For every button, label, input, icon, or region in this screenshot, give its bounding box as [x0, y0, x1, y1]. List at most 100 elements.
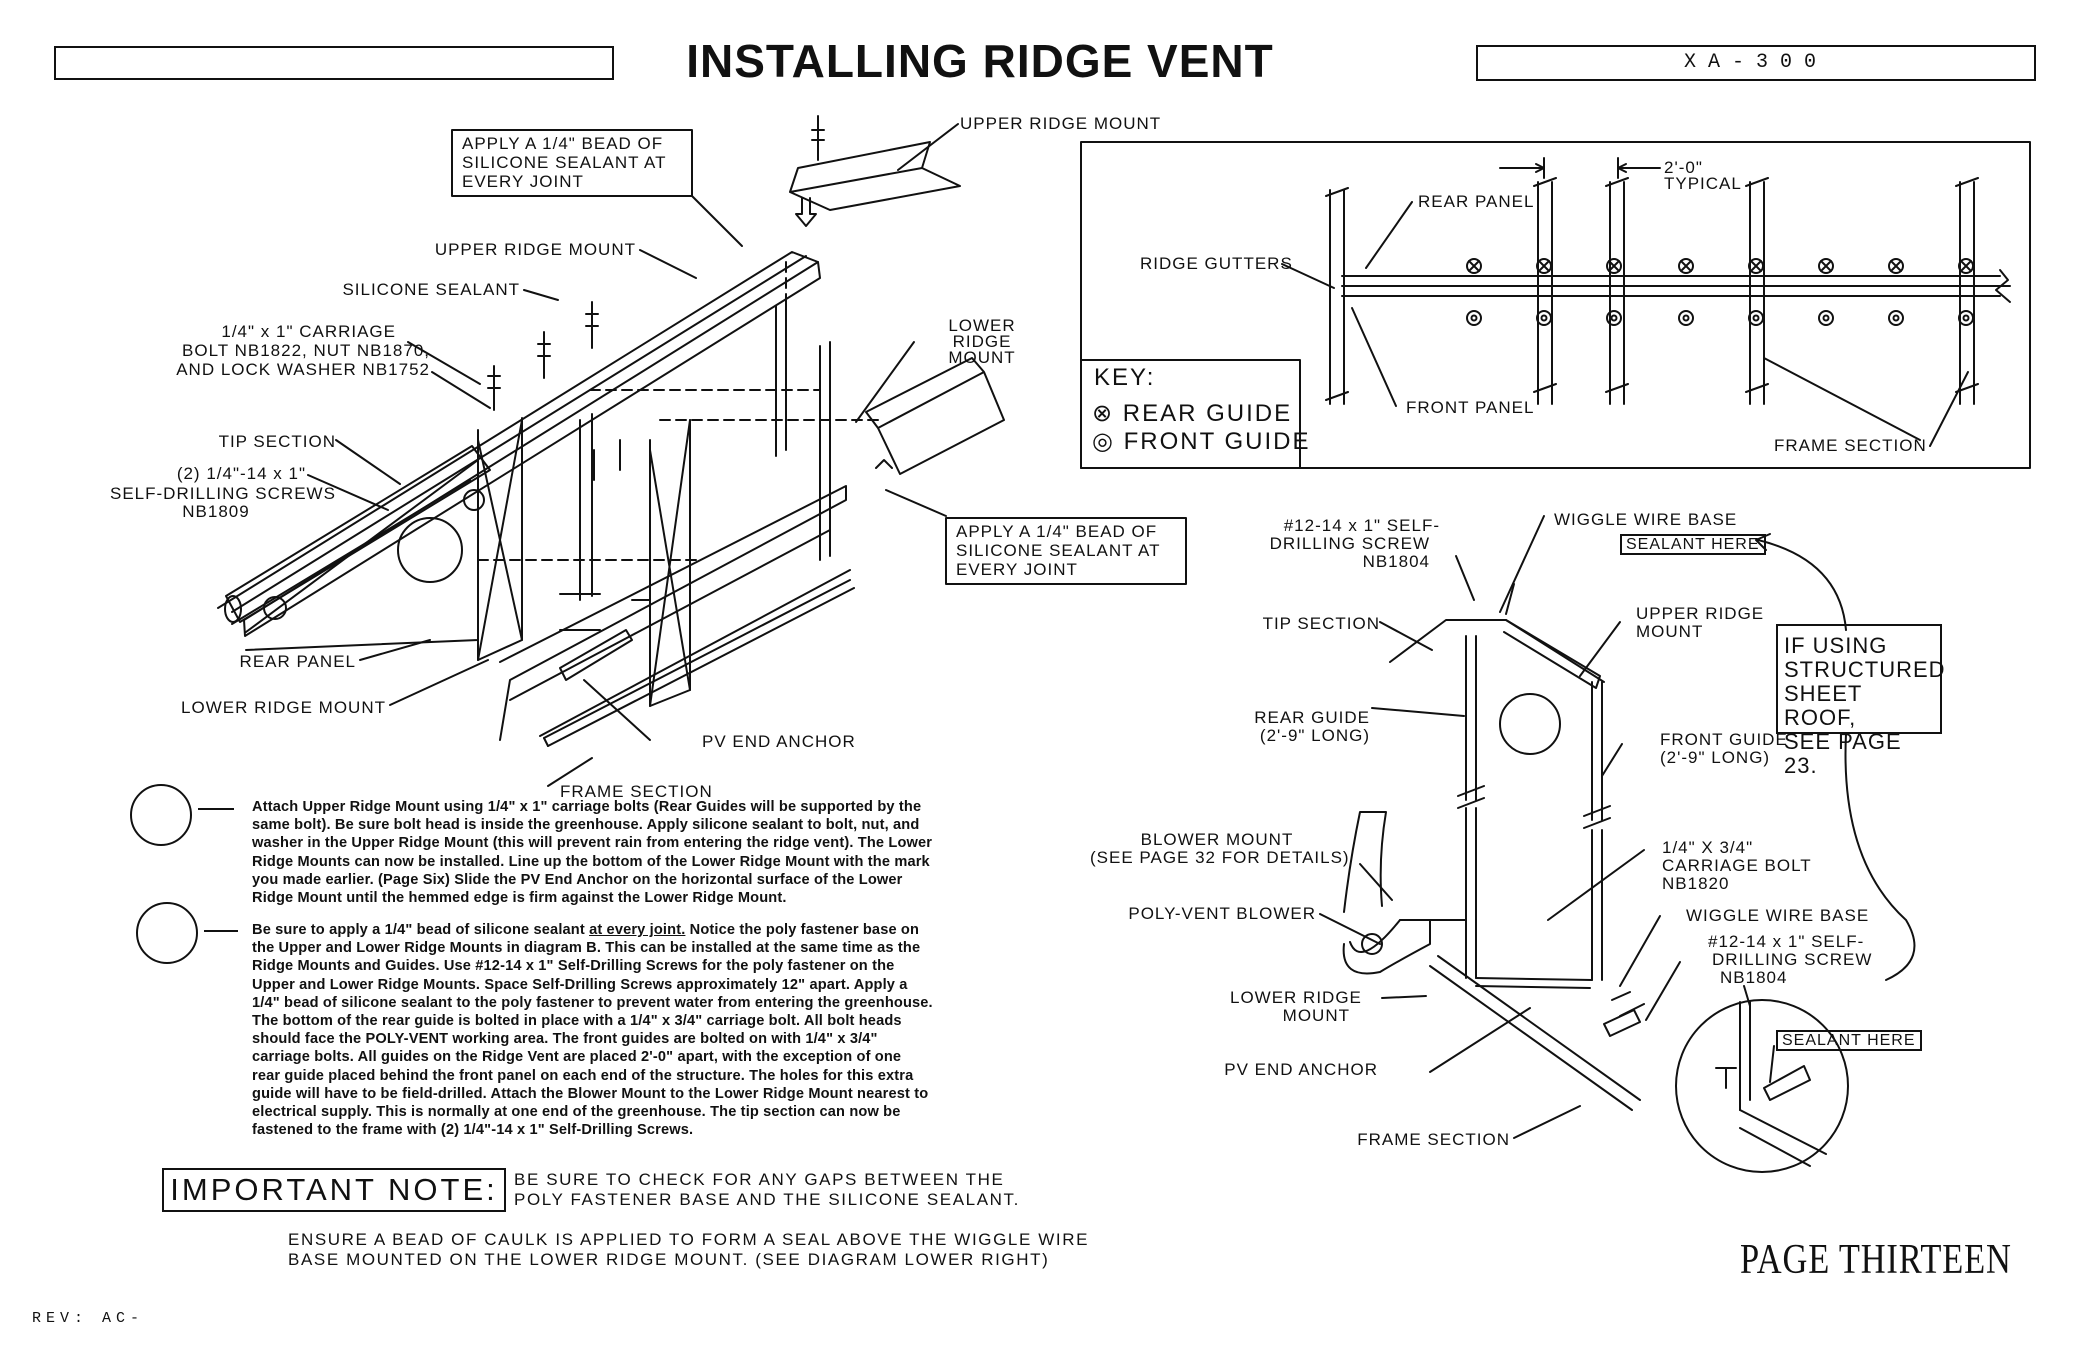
step-b-line: Upper and Lower Ridge Mounts. Space Self… [252, 976, 908, 993]
step-a-line: same bolt). Be sure bolt head is inside … [252, 817, 920, 834]
step-b-first-underline: at every joint. [589, 922, 686, 938]
key-front-guide-row: ◎ FRONT GUIDE [1092, 428, 1311, 456]
header-left-box [54, 46, 614, 80]
callout-2-line-1: APPLY A 1/4" BEAD OF [956, 522, 1158, 541]
callout-1-line-3: EVERY JOINT [462, 172, 584, 191]
dimension-arrows [1535, 163, 1627, 173]
dimension-line [1499, 157, 1661, 179]
b-frame-section: FRAME SECTION [1357, 1130, 1510, 1149]
drawing-code-box: XA-300 [1476, 45, 2036, 81]
front-guide-symbols [1466, 310, 1974, 326]
guide-bar-3 [819, 341, 831, 561]
tube-end-ring-2 [463, 489, 485, 511]
side-note-line-2: STRUCTURED [1784, 657, 1946, 682]
step-b-line: should face the POLY-VENT working area. … [252, 1031, 878, 1048]
label-lower-ridge-mount-2: RIDGE [952, 332, 1012, 351]
frame-section-section [1429, 955, 1641, 1111]
label-carriage-bolt-3: AND LOCK WASHER NB1752 [176, 360, 430, 379]
label-lower-ridge-mount: LOWER RIDGE MOUNT [181, 698, 386, 717]
b-carriage-bolt-1: 1/4" X 3/4" [1662, 838, 1754, 857]
label-lower-ridge-mount-1: LOWER [948, 316, 1016, 335]
b-front-guide-1: FRONT GUIDE [1660, 730, 1788, 749]
plan-ridge-gutters: RIDGE GUTTERS [1140, 254, 1293, 273]
label-frame-section: FRAME SECTION [560, 782, 713, 801]
guide-bar-1 [579, 413, 593, 601]
front-guide-cross [649, 419, 691, 707]
rear-guide-symbols [1466, 258, 1974, 274]
label-screws-2: SELF-DRILLING SCREWS [110, 484, 336, 503]
blower-hose [1343, 811, 1387, 913]
side-note-box: IF USING STRUCTURED SHEET ROOF, SEE PAGE… [1776, 624, 1946, 778]
poly-vent-blower [1342, 919, 1431, 975]
detail-frame [1739, 1109, 1827, 1167]
b-blower-mount-1: BLOWER MOUNT [1140, 830, 1294, 849]
callout-2-line-2: SILICONE SEALANT AT [956, 541, 1161, 560]
b-rear-guide-2: (2'-9" LONG) [1259, 726, 1370, 745]
lower-ridge-mount-piece [499, 485, 847, 741]
page-title: INSTALLING RIDGE VENT [686, 35, 1274, 87]
side-note-line-4: SEE PAGE 23. [1784, 729, 1902, 778]
label-screws-3: NB1809 [182, 502, 250, 521]
ridge-tube-lower [231, 479, 471, 625]
rear-guide-panel [477, 417, 523, 661]
tip-peak [1389, 619, 1605, 683]
front-guide-key-icon: ◎ [1092, 428, 1115, 455]
b-poly-vent-blower: POLY-VENT BLOWER [1128, 904, 1316, 923]
label-tip-section: TIP SECTION [218, 432, 336, 451]
lower-guide-rear [1465, 807, 1477, 979]
ridge-break [1995, 269, 2011, 303]
step-a-line: washer in the Upper Ridge Mount (this wi… [252, 835, 933, 852]
bolt-stack-5 [593, 439, 621, 481]
bolt-stack-1 [811, 115, 825, 161]
upper-ridge-mount-section [1503, 619, 1601, 689]
step-b-line: fastened to the frame with (2) 1/4"-14 x… [252, 1122, 694, 1139]
b-rear-guide-1: REAR GUIDE [1254, 708, 1370, 727]
step-b-line: electrical supply. This is normally at o… [252, 1104, 901, 1121]
lower-ridge-mount-section [1475, 977, 1593, 989]
b-front-guide-2: (2'-9" LONG) [1660, 748, 1771, 767]
caulk-note-line-1: ENSURE A BEAD OF CAULK IS APPLIED TO FOR… [288, 1230, 1090, 1249]
tip-end-left [224, 595, 242, 623]
b-screw-detail-3: NB1804 [1720, 968, 1788, 987]
caulk-note-line-2: BASE MOUNTED ON THE LOWER RIDGE MOUNT. (… [288, 1250, 1050, 1269]
pv-end-anchor [559, 629, 633, 681]
alignment-dash [477, 261, 881, 561]
exploded-arrow-down [795, 197, 817, 227]
step-b-line: guide will have to be field-drilled. Att… [252, 1085, 929, 1102]
callout-1-line-1: APPLY A 1/4" BEAD OF [462, 134, 664, 153]
callout-box-1 [451, 129, 693, 197]
exploded-arrow-2 [875, 459, 893, 469]
step-b-line: Ridge Mounts and Guides. Use #12-14 x 1"… [252, 958, 895, 975]
label-carriage-bolt-2: BOLT NB1822, NUT NB1870, [182, 341, 430, 360]
step-a-line: Ridge Mounts can now be installed. Line … [252, 853, 930, 870]
label-lower-ridge-mount-3: MOUNT [948, 348, 1016, 367]
step-a-line: Attach Upper Ridge Mount using 1/4" x 1"… [252, 799, 922, 815]
side-note-line-1: IF USING [1784, 633, 1888, 658]
leaders-a [307, 123, 959, 787]
b-carriage-bolt-2: CARRIAGE BOLT [1662, 856, 1812, 875]
important-note-line-2: POLY FASTENER BASE AND THE SILICONE SEAL… [514, 1190, 1020, 1209]
front-guide-panel [649, 419, 691, 707]
revision-label: REV: AC- [32, 1310, 145, 1327]
frame-section-end [543, 737, 549, 747]
plan-frame-section: FRAME SECTION [1774, 436, 1927, 455]
step-a-leader [198, 808, 234, 810]
label-pv-end-anchor: PV END ANCHOR [702, 732, 856, 751]
callout-2-line-3: EVERY JOINT [956, 560, 1078, 579]
diagram-plan [1080, 141, 2031, 469]
b-blower-mount-2: (SEE PAGE 32 FOR DETAILS) [1090, 848, 1350, 867]
step-b-line: the Upper and Lower Ridge Mounts in diag… [252, 940, 921, 957]
blower-hub [1361, 933, 1383, 955]
key-rear-guide-row: ⊗ REAR GUIDE [1092, 400, 1292, 428]
wiggle-wire-clip [1611, 991, 1645, 1017]
diagram-a [217, 115, 1187, 787]
b-carriage-bolt-3: NB1820 [1662, 874, 1730, 893]
step-b-line: 1/4" bead of silicone sealant to the pol… [252, 994, 933, 1011]
b-lower-ridge-mount-1: LOWER RIDGE [1230, 988, 1362, 1007]
b-wiggle-wire-base-top: WIGGLE WIRE BASE [1554, 510, 1738, 529]
step-b-line: carriage bolts. All guides on the Ridge … [252, 1049, 902, 1066]
b-lower-ridge-mount-2: MOUNT [1282, 1006, 1350, 1025]
lower-ridge-mount-lower [509, 529, 851, 737]
callout-1-line-2: SILICONE SEALANT AT [462, 153, 667, 172]
